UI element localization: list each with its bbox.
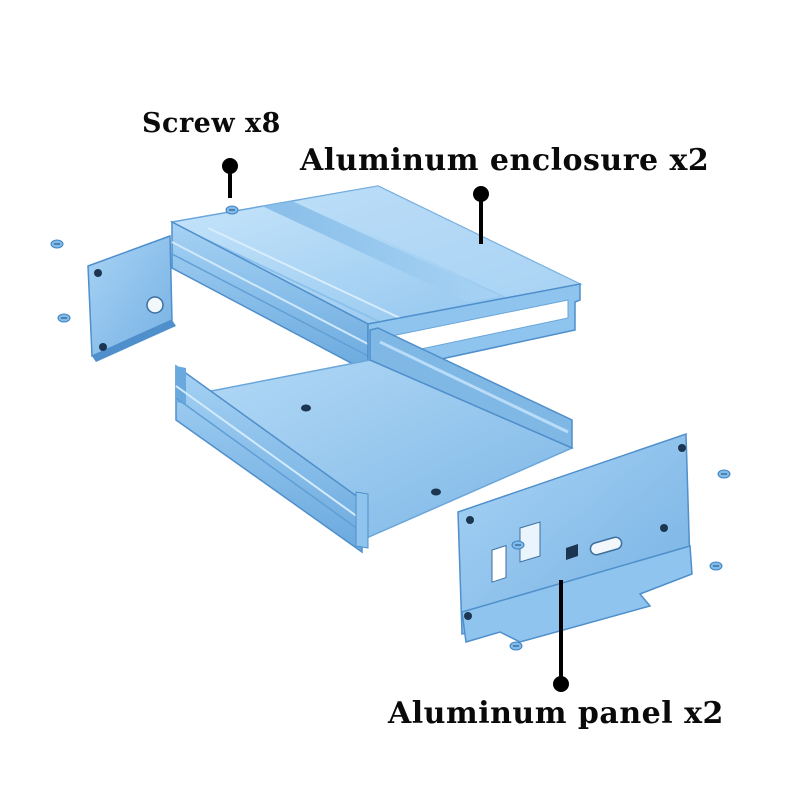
screw-icon [717, 469, 731, 479]
leader-screw [222, 158, 238, 198]
panel-hole [94, 269, 102, 277]
screw-icon [57, 313, 71, 323]
screw-icon [709, 561, 723, 571]
screw-icon [225, 205, 239, 215]
floor-hole [301, 404, 311, 412]
right-end-panel [457, 432, 693, 643]
panel-label: Aluminum panel x2 [388, 696, 724, 731]
panel-hole [99, 343, 107, 351]
screw-icon [511, 540, 525, 550]
leader-enclosure [473, 186, 489, 244]
bottom-enclosure-shell [175, 327, 574, 554]
panel-round-hole [146, 296, 164, 314]
enclosure-label: Aluminum enclosure x2 [300, 143, 710, 178]
left-end-panel [87, 234, 176, 362]
screw-icon [509, 641, 523, 651]
floor-hole [431, 488, 441, 496]
screw-icon [50, 239, 64, 249]
leader-panel [553, 580, 569, 692]
screws [50, 205, 731, 651]
screw-label: Screw x8 [142, 108, 281, 139]
